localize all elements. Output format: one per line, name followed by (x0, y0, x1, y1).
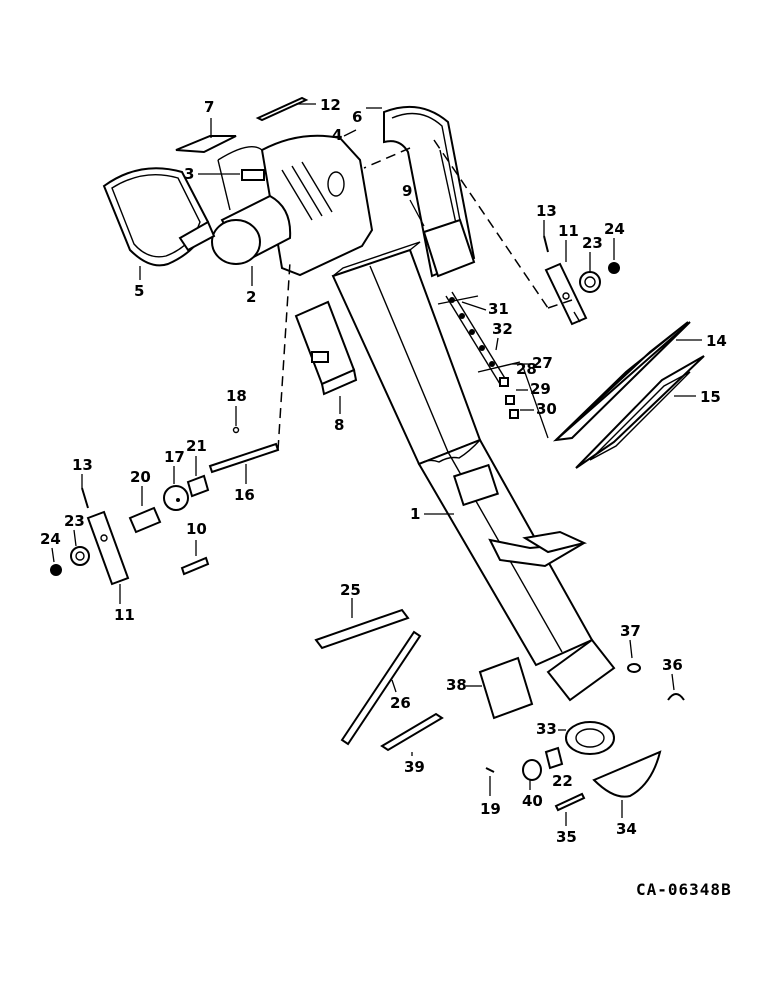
callout-21: 21 (186, 437, 207, 455)
callout-18: 18 (226, 387, 247, 405)
callout-4: 4 (332, 126, 342, 144)
callout-28: 28 (516, 360, 537, 378)
callout-36: 36 (662, 656, 683, 674)
callout-22: 22 (552, 772, 573, 790)
callout-labels: 1 2 3 4 5 6 7 8 9 10 11 11 12 13 13 14 1… (40, 96, 727, 846)
bushing-part-20 (128, 506, 162, 534)
shaft-part-35 (554, 792, 586, 812)
bolt-part-37 (627, 663, 641, 673)
plate-part-9 (422, 218, 476, 278)
gasket-part-14 (552, 321, 691, 442)
boot-cover-part-34 (592, 750, 662, 798)
callout-26: 26 (390, 694, 411, 712)
elevator-tube-part-1 (331, 241, 616, 702)
shield-part-38 (478, 656, 534, 720)
callout-17: 17 (164, 448, 185, 466)
callout-39: 39 (404, 758, 425, 776)
callout-5: 5 (134, 282, 144, 300)
callout-16: 16 (234, 486, 255, 504)
callout-13-left: 13 (72, 456, 93, 474)
callout-23-right: 23 (582, 234, 603, 252)
sprocket-part-40 (522, 759, 542, 781)
callout-37: 37 (620, 622, 641, 640)
callout-3: 3 (184, 165, 194, 183)
callout-34: 34 (616, 820, 637, 838)
callout-7: 7 (204, 98, 214, 116)
bolt-part-13-left (81, 487, 89, 509)
callout-10: 10 (186, 520, 207, 538)
head-housing-part-4 (217, 134, 374, 277)
gasket-part-15 (575, 355, 705, 469)
bracket-part-8 (294, 300, 358, 396)
callout-14: 14 (706, 332, 727, 350)
sprocket-part-17 (163, 485, 189, 511)
pin-part-19 (485, 767, 495, 773)
callout-9: 9 (402, 182, 412, 200)
callout-6: 6 (352, 108, 362, 126)
callout-33: 33 (536, 720, 557, 738)
bushing-part-21 (186, 474, 210, 498)
callout-25: 25 (340, 581, 361, 599)
side-cover-part-5 (102, 167, 216, 267)
callout-23-left: 23 (64, 512, 85, 530)
bearing-part-23-right (579, 271, 601, 293)
callout-8: 8 (334, 416, 344, 434)
u-bolt-part-36 (667, 693, 685, 701)
strap-part-39 (380, 712, 444, 752)
callout-11-right: 11 (558, 222, 579, 240)
callout-11-left: 11 (114, 606, 135, 624)
callout-30: 30 (536, 400, 557, 418)
callout-13-right: 13 (536, 202, 557, 220)
assembly-lines (277, 139, 573, 451)
callout-15: 15 (700, 388, 721, 406)
callout-19: 19 (480, 800, 501, 818)
bearing-part-23-left (70, 546, 90, 566)
bolt-part-13-right (543, 235, 549, 253)
callout-40: 40 (522, 792, 543, 810)
figure-code: CA-06348B (636, 880, 732, 899)
callout-24-right: 24 (604, 220, 625, 238)
nut-part-24-right (608, 262, 620, 274)
shaft-part-16 (208, 442, 280, 474)
brace-part-26 (340, 630, 422, 746)
callout-24-left: 24 (40, 530, 61, 548)
callout-32: 32 (492, 320, 513, 338)
angle-part-25 (314, 608, 410, 650)
callout-38: 38 (446, 676, 467, 694)
callout-12: 12 (320, 96, 341, 114)
strip-part-12 (255, 96, 309, 122)
bushing-part-22 (544, 746, 564, 770)
key-part-18 (232, 426, 240, 434)
bearing-bracket-part-11-left (86, 510, 130, 586)
callout-35: 35 (556, 828, 577, 846)
bearing-bracket-part-11-right (544, 262, 588, 326)
callout-20: 20 (130, 468, 151, 486)
callout-2: 2 (246, 288, 256, 306)
callout-1: 1 (410, 505, 420, 523)
callout-29: 29 (530, 380, 551, 398)
nut-part-24-left (50, 564, 62, 576)
top-plate-part-7 (175, 118, 237, 154)
chain-part-27 (437, 291, 521, 419)
boot-pulley-part-33 (565, 721, 615, 755)
callout-27: 27 (532, 354, 553, 372)
pin-part-10 (180, 556, 210, 576)
callout-31: 31 (488, 300, 509, 318)
head-drum-part-2 (211, 194, 292, 265)
